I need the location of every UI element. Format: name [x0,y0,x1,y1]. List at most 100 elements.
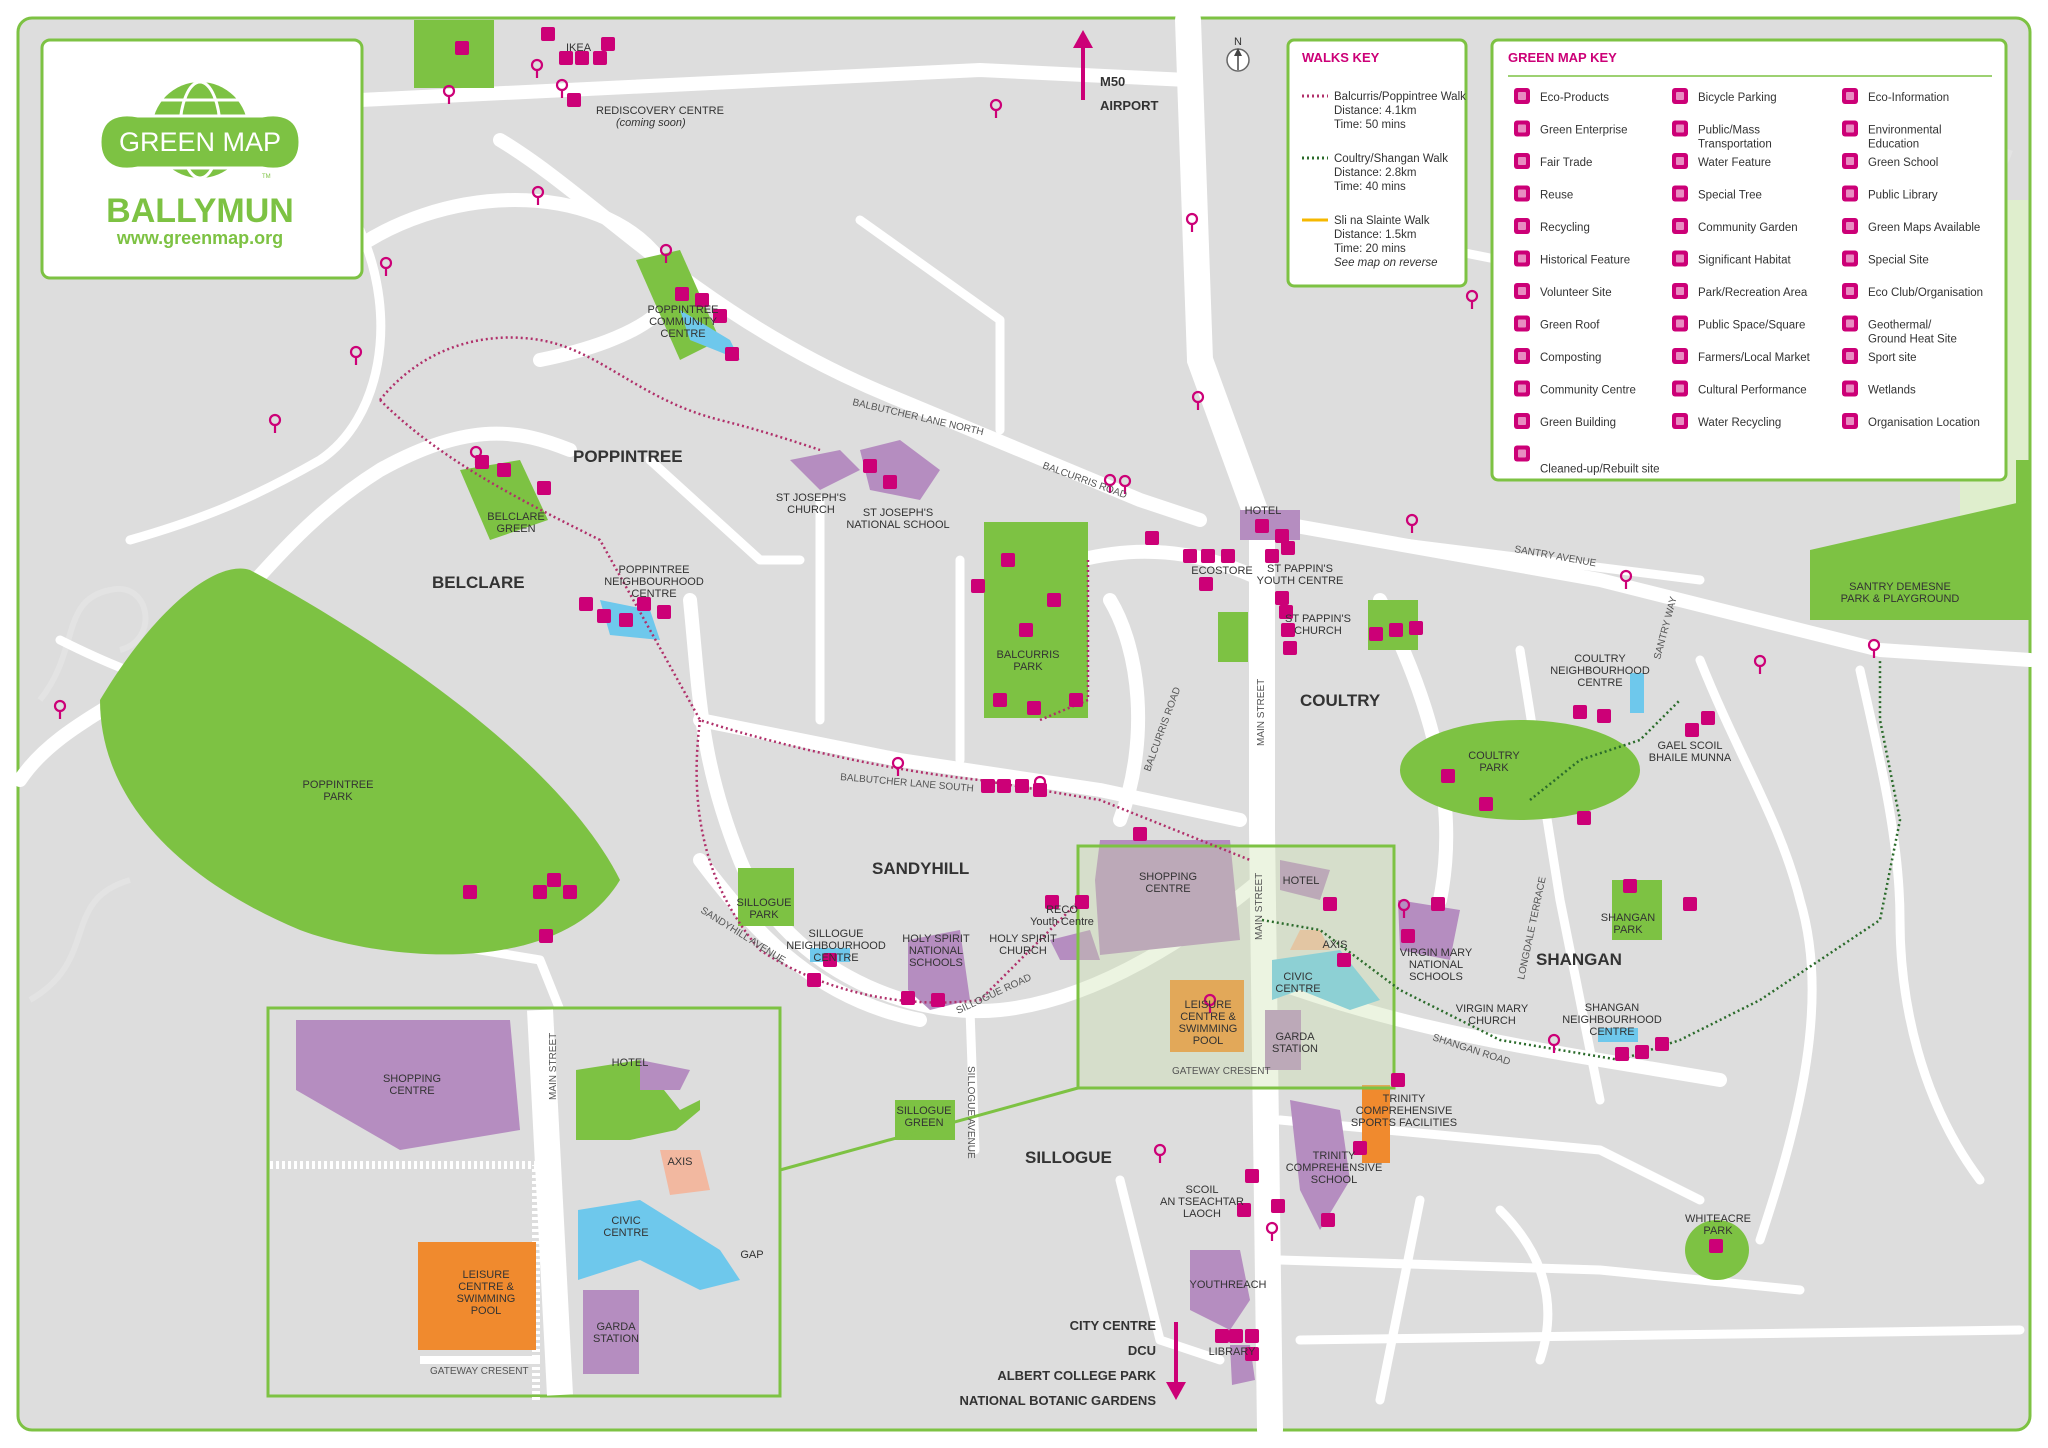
green-building-icon [1514,413,1530,429]
label-garda-1: GARDA [1275,1031,1315,1043]
map-feature-icon [1441,769,1455,783]
walk-routes [379,336,1902,1062]
ecostore-green [1218,612,1248,662]
walk-key-1-distance: Distance: 4.1km [1334,105,1416,117]
label-trinity-sports-3: SPORTS FACILITIES [1351,1117,1457,1129]
location-pin-icon [891,756,905,776]
key-label-water-feature: Water Feature [1698,157,1771,169]
label-poppintree-park-2: PARK [323,791,353,803]
north-arrow-m50: M50 [1100,74,1125,89]
label-santry-demesne-2: PARK & PLAYGROUND [1841,593,1960,605]
logo-ballymun: BALLYMUN [106,192,294,230]
key-label-special-tree: Special Tree [1698,190,1762,202]
green-map-logo: GREEN MAP TM BALLYMUN www.greenmap.org [40,38,364,280]
map-feature-icon [637,597,651,611]
map-feature-icon [1133,827,1147,841]
location-pin-icon [1203,993,1217,1013]
key-label-green-roof: Green Roof [1540,320,1600,332]
label-poppintree-nc-3: CENTRE [631,588,676,600]
map-feature-icon [1683,897,1697,911]
map-feature-icon [1271,1199,1285,1213]
map-feature-icon [713,309,727,323]
sillogue-park [738,868,794,926]
place-labels: POPPINTREE BELCLARE SANDYHILL COULTRY SH… [303,42,1960,1358]
balcurris-poppintree-walk [379,336,1251,1004]
key-label-public-library: Public Library [1868,190,1938,202]
map-feature-icon [1229,1329,1243,1343]
map-feature-icon [993,693,1007,707]
inset-axis [660,1150,710,1195]
map-feature-icon [455,41,469,55]
label-shangan-nc-2: NEIGHBOURHOOD [1562,1014,1662,1026]
label-sillogue-nc-3: CENTRE [813,952,858,964]
map-feature-icon [675,287,689,301]
district-sillogue: SILLOGUE [1025,1148,1112,1167]
cultural-performance-icon [1672,380,1688,397]
green-enterprise-icon [1514,120,1530,137]
green-roof-icon [1514,315,1530,332]
map-feature-icon [1323,897,1337,911]
label-youthreach: YOUTHREACH [1189,1279,1266,1291]
map-feature-icon [1045,895,1059,909]
label-sillogue-green-2: GREEN [904,1117,943,1129]
key-label-volunteer-site: Volunteer Site [1540,287,1612,299]
map-feature-icon [1237,1203,1251,1217]
walk-key-2-distance: Distance: 2.8km [1334,167,1416,179]
map-feature-icon [593,51,607,65]
key-label-organisation-location: Organisation Location [1868,417,1980,429]
label-reco-1: RECO [1046,904,1078,916]
label-st-josephs-school-2: NATIONAL SCHOOL [846,519,949,531]
street-main-street: MAIN STREET [1256,679,1267,746]
label-library: LIBRARY [1209,1346,1257,1358]
geothermal-icon [1842,315,1858,332]
label-garda-2: STATION [1272,1043,1318,1055]
water-feature-icon [1672,153,1688,169]
south-arrow-head [1166,1382,1186,1400]
key-label-environmental-education: Education [1868,139,1919,151]
key-label-green-enterprise: Green Enterprise [1540,125,1628,137]
eco-products-icon [1514,88,1530,104]
bicycle-parking-icon [1672,88,1688,104]
map-feature-icon [1337,953,1351,967]
walk-key-3-distance: Distance: 1.5km [1334,229,1416,241]
walk-key-2-name: Coultry/Shangan Walk [1334,153,1448,165]
label-sillogue-green-1: SILLOGUE [896,1105,951,1117]
south-dest-2: DCU [1128,1343,1156,1358]
label-shangan-park-2: PARK [1613,924,1643,936]
location-pin-icon [53,699,67,719]
map-feature-icon [1709,1239,1723,1253]
map-feature-icon [1033,783,1047,797]
map-feature-icon [619,613,633,627]
map-feature-icon [1245,1347,1259,1361]
belclare-green [460,460,548,540]
key-label-composting: Composting [1540,352,1601,364]
map-feature-icon [1245,1169,1259,1183]
map-feature-icon [537,481,551,495]
balcurris-park [984,522,1088,718]
map-feature-icon [1283,641,1297,655]
map-feature-icon [1245,1329,1259,1343]
label-shopping-centre-2: CENTRE [1145,883,1190,895]
label-coultry-nc-3: CENTRE [1577,677,1622,689]
santry-demesne-park [1810,500,2030,620]
key-label-community-garden: Community Garden [1698,222,1798,234]
inset-hotel [640,1060,690,1090]
map-feature-icon [1019,623,1033,637]
label-st-josephs-school-1: ST JOSEPH'S [863,507,933,519]
map-feature-icon [1391,1073,1405,1087]
map-feature-icon [547,873,561,887]
key-label-eco-information: Eco-Information [1868,92,1949,104]
label-balcurris-park-1: BALCURRIS [997,649,1060,661]
label-balcurris-park-2: PARK [1013,661,1043,673]
key-label-public-transport: Transportation [1698,139,1772,151]
label-hotel-north: HOTEL [1245,505,1282,517]
label-civic-centre-2: CENTRE [1275,983,1320,995]
park-icon [1672,283,1688,299]
coultry-shangan-walk [1261,660,1902,1062]
key-label-water-recycling: Water Recycling [1698,417,1781,429]
map-feature-icon [725,347,739,361]
shopping-centre-building [1095,840,1240,955]
walk-key-3-note: See map on reverse [1334,257,1438,269]
key-label-cleaned-up-site: Cleaned-up/Rebuilt site [1540,464,1660,476]
key-label-geothermal: Geothermal/ [1868,320,1932,332]
